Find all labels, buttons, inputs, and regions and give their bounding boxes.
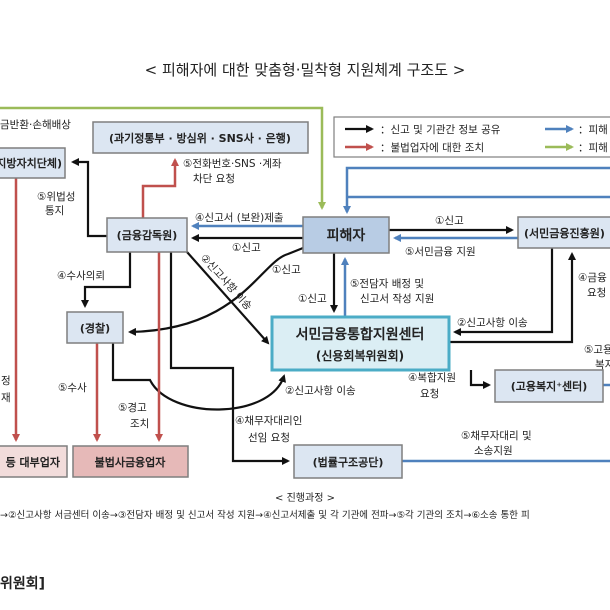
illegal-notice-arrow: [71, 158, 107, 238]
transfer-bottom-arrow: [111, 343, 286, 411]
green-relief-arrow: [0, 106, 326, 210]
police-label: (경찰): [80, 321, 110, 335]
report-police-arrow: [128, 246, 304, 336]
kinfa-support-label: ⑤서민금융 지원: [405, 246, 476, 258]
report-fss-label: ①신고: [232, 242, 261, 254]
lawsuit-label-2: 소송지원: [474, 445, 513, 457]
footer-caption: 위원회]: [0, 576, 45, 592]
lenders-label: 등 대부업자: [6, 455, 61, 469]
assign-label-2: 신고서 작성 지원: [360, 293, 434, 305]
box-fss: (금융감독원): [106, 217, 188, 253]
left-label-2: 재: [1, 392, 11, 404]
transfer-right-label: ②신고사항 이송: [457, 317, 528, 329]
legend-blue-label: ：피해: [578, 123, 608, 136]
center-name: 서민금융통합지원센터: [296, 326, 425, 343]
refund-label: 금반환·손해배상: [0, 118, 71, 131]
transfer-right-arrow: [453, 248, 554, 336]
report-police-label: ①신고: [272, 264, 301, 276]
diagram-title: < 피해자에 대한 맞춤형·밀착형 지원체계 구조도 >: [145, 61, 466, 79]
box-police: (경찰): [66, 311, 124, 344]
complex-label-1: ④복합지원: [408, 372, 456, 384]
investigation-request-arrow: [81, 252, 132, 308]
report-submit-label: ④신고서 (보완)제출: [195, 211, 284, 224]
legend-black-label: ：신고 및 기관간 정보 공유: [380, 124, 501, 136]
legend-red-label: ：불법업자에 대한 조치: [380, 141, 484, 154]
transfer-diagonal-arrow: [186, 251, 270, 345]
block-label-1: ⑤전화번호·SNS ·계좌: [183, 158, 282, 170]
employment-label-2: 복지: [595, 359, 610, 371]
left-label-1: 정: [1, 375, 11, 387]
illegal-lenders-label: 불법사금융업자: [95, 455, 167, 469]
debtor-label-1: ④채무자대리인: [235, 415, 302, 427]
blue-support-arrow-top: [343, 166, 610, 214]
employment-label-1: ⑤고용: [584, 344, 610, 356]
box-legal-aid: (법률구조공단): [293, 444, 403, 479]
local-gov-label: (지방자치단체): [0, 156, 62, 170]
legal-aid-label: (법률구조공단): [313, 455, 384, 469]
box-illegal-lenders: 불법사금융업자: [72, 445, 189, 478]
box-center: 서민금융통합지원센터 (신용회복위원회): [270, 315, 451, 372]
debtor-request-arrow: [169, 252, 290, 465]
victim-label: 피해자: [327, 228, 366, 244]
warning-label-1: ⑤경고: [118, 401, 147, 414]
employment-label: (고용복지⁺센터): [511, 379, 588, 393]
box-ministries: (과기정통부 · 방심위 · SNS사 · 은행): [92, 121, 309, 154]
box-local-gov: (지방자치단체): [0, 147, 66, 179]
box-victim: 피해자: [302, 216, 390, 254]
investigation-request-label: ④수사의뢰: [57, 270, 105, 282]
edge-labels: 금반환·손해배상 ⑤전화번호·SNS ·계좌 차단 요청 ⑤위법성 통지 ④신고…: [0, 118, 610, 457]
illegal-notice-label-1: ⑤위법성: [37, 190, 75, 203]
center-subname: (신용회복위원회): [316, 348, 404, 363]
fss-label: (금융감독원): [117, 228, 178, 242]
box-kinfa: (서민금융진흥원): [517, 216, 610, 249]
box-lenders: 등 대부업자: [0, 445, 68, 478]
assign-label-1: ⑤전담자 배정 및: [350, 278, 424, 290]
connectors: [0, 106, 610, 465]
complex-label-2: 요청: [420, 388, 439, 400]
report-center-label: ①신고: [298, 293, 327, 305]
ministries-label: (과기정통부 · 방심위 · SNS사 · 은행): [109, 131, 291, 145]
process-heading: < 진행과정 >: [275, 492, 335, 504]
warning-label-2: 조치: [130, 418, 149, 430]
red-block-request-arrow: [141, 158, 179, 218]
block-label-2: 차단 요청: [193, 173, 235, 185]
legend-green-label: ：피해: [578, 141, 608, 154]
complex-support-arrow: [469, 370, 491, 389]
finance-request-label-1: ④금융: [578, 272, 607, 284]
investigation-label: ⑤수사: [58, 382, 87, 394]
kinfa-label: (서민금융진흥원): [524, 226, 605, 240]
transfer-diagonal-label: ②신고사항 이송: [198, 252, 254, 313]
lawsuit-label-1: ⑤채무자대리 및: [461, 430, 532, 442]
legend: ：신고 및 기관간 정보 공유 ：피해 ：불법업자에 대한 조치 ：피해: [333, 116, 610, 158]
illegal-notice-label-2: 통지: [45, 205, 64, 217]
report-kinfa-label: ①신고: [435, 215, 464, 227]
process-steps: →②신고사항 서금센터 이송→③전담자 배정 및 신고서 작성 지원→④신고서제…: [0, 509, 530, 521]
box-employment: (고용복지⁺센터): [494, 369, 604, 403]
finance-request-label-2: 요청: [587, 287, 606, 299]
debtor-label-2: 선임 요청: [248, 431, 290, 444]
finance-request-arrow: [449, 252, 576, 344]
transfer-bottom-label: ②신고사항 이송: [285, 385, 356, 397]
